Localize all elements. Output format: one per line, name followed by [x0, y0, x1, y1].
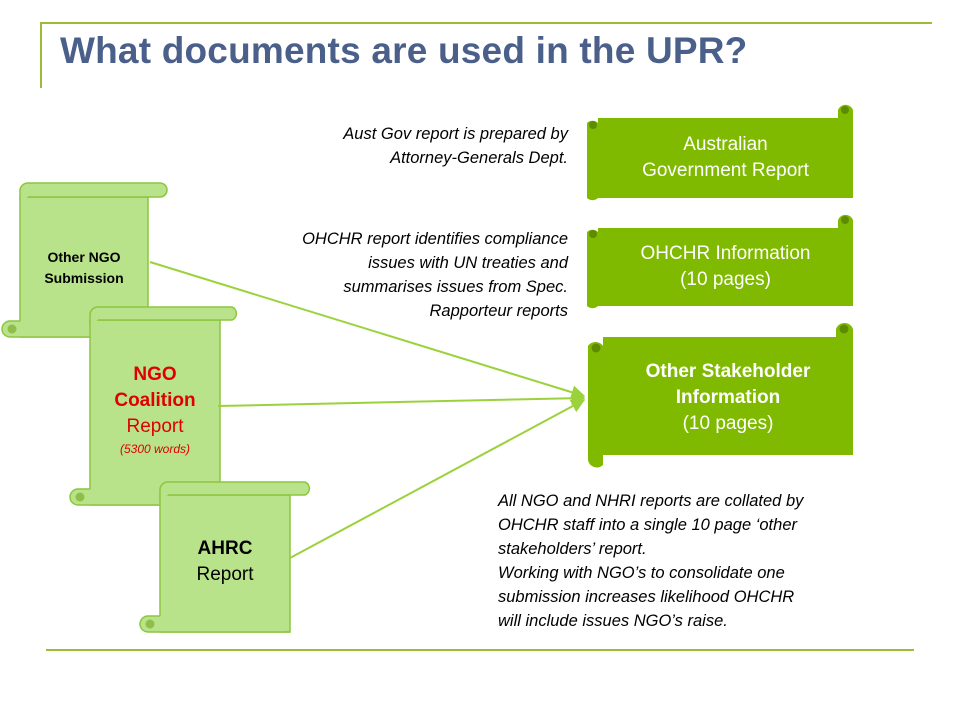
aust-gov-line2: Government Report — [642, 160, 809, 181]
aust-gov-line1: Australian — [683, 134, 768, 155]
ohchr-note: OHCHR report identifies compliance issue… — [200, 227, 568, 323]
ngo-coalition-report-label: NGO Coalition Report (5300 words) — [90, 355, 220, 465]
coalition-line4: (5300 words) — [119, 442, 191, 456]
stakeholder-line1: Other Stakeholder — [645, 360, 811, 382]
ohchr-note-line1: OHCHR report identifies compliance — [302, 230, 568, 248]
aust-gov-note: Aust Gov report is prepared by Attorney-… — [250, 122, 568, 170]
other-ngo-submission-scroll — [1, 182, 168, 338]
ahrc-report-scroll — [139, 481, 311, 633]
coalition-line2: Coalition — [114, 390, 196, 411]
aust-gov-note-line2: Attorney-Generals Dept. — [390, 149, 568, 167]
footer-rule — [46, 649, 914, 651]
title-vertical-rule — [40, 22, 42, 88]
coalition-line1: NGO — [133, 364, 177, 385]
ohchr-line1: OHCHR Information — [640, 243, 811, 264]
australian-government-report-label: Australian Government Report — [598, 120, 853, 196]
title-top-rule — [40, 22, 932, 24]
ohchr-note-line2: issues with UN treaties and — [368, 254, 568, 272]
collation-note-line6: will include issues NGO’s raise. — [498, 612, 728, 630]
coalition-line3: Report — [126, 416, 184, 437]
arrow-ahrc-to-stakeholder — [289, 399, 586, 559]
ohchr-note-line4: Rapporteur reports — [429, 302, 569, 320]
australian-government-report-scroll — [587, 104, 853, 201]
collation-note-line1: All NGO and NHRI reports are collated by — [498, 492, 804, 510]
stakeholder-line3: (10 pages) — [682, 412, 774, 434]
ahrc-line1: AHRC — [197, 538, 253, 559]
ohchr-information-label: OHCHR Information (10 pages) — [598, 228, 853, 306]
arrow-other-ngo-to-stakeholder — [149, 261, 586, 399]
other-ngo-submission-label: Other NGO Submission — [20, 238, 148, 298]
ohchr-line2: (10 pages) — [680, 269, 771, 290]
ahrc-report-label: AHRC Report — [160, 530, 290, 594]
collation-note: All NGO and NHRI reports are collated by… — [498, 489, 918, 633]
collation-note-line4: Working with NGO’s to consolidate one — [498, 564, 785, 582]
stakeholder-line2: Information — [675, 386, 781, 408]
aust-gov-note-line1: Aust Gov report is prepared by — [343, 125, 568, 143]
other-ngo-line1: Other NGO — [47, 249, 121, 265]
other-stakeholder-information-label: Other Stakeholder Information (10 pages) — [603, 345, 853, 450]
other-ngo-line2: Submission — [44, 270, 124, 286]
arrow-coalition-to-stakeholder — [217, 391, 586, 407]
collation-note-line5: submission increases likelihood OHCHR — [498, 588, 795, 606]
collation-note-line3: stakeholders’ report. — [498, 540, 647, 558]
collation-note-line2: OHCHR staff into a single 10 page ‘other — [498, 516, 797, 534]
other-stakeholder-information-scroll — [588, 322, 853, 468]
ohchr-information-scroll — [587, 214, 853, 309]
ohchr-note-line3: summarises issues from Spec. — [343, 278, 568, 296]
page-title: What documents are used in the UPR? — [60, 30, 748, 71]
ahrc-line2: Report — [196, 564, 254, 585]
